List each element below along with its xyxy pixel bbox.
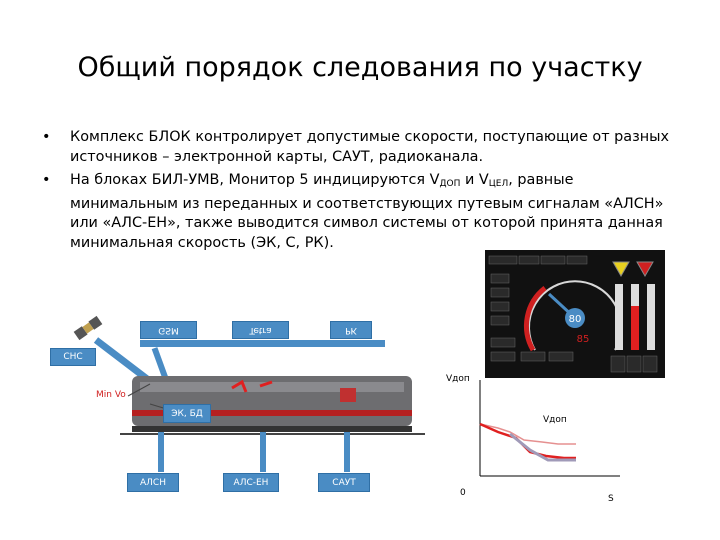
- als-en-label: АЛС-ЕН: [234, 478, 269, 488]
- bullet-item-2: • На блоках БИЛ-УМВ, Монитор 5 индицирую…: [40, 171, 680, 253]
- als-en-box: АЛС-ЕН: [223, 473, 279, 492]
- radio-bar: [140, 340, 385, 347]
- bullet-dot: •: [42, 171, 51, 191]
- graph-curve-label: Vдоп: [543, 415, 567, 425]
- rk-box: РК: [330, 321, 372, 339]
- bullet-item-1: • Комплекс БЛОК контролирует допустимые …: [40, 128, 680, 167]
- bullet-dot: •: [42, 128, 51, 148]
- speed-current: 80: [569, 314, 582, 325]
- satellite-icon: [74, 316, 103, 340]
- ek-bd-label: ЭК, БД: [171, 409, 203, 419]
- monitor-screenshot: 80 85: [485, 250, 665, 378]
- bullet-text-2b: и V: [460, 172, 488, 188]
- bullet-list: • Комплекс БЛОК контролирует допустимые …: [40, 128, 680, 257]
- bullet-text-1: Комплекс БЛОК контролирует допустимые ск…: [70, 129, 669, 165]
- tetra-label: Tetra: [249, 325, 271, 335]
- saut-box: САУТ: [318, 473, 370, 492]
- sns-box: СНС: [50, 348, 96, 366]
- slide-title: Общий порядок следования по участку: [0, 52, 720, 83]
- min-vo-label: Min Vo: [96, 390, 126, 400]
- alsn-box: АЛСН: [127, 473, 179, 492]
- gsm-box: GSM: [140, 321, 197, 339]
- graph-origin-label: 0: [460, 488, 466, 498]
- rk-label: РК: [345, 325, 357, 335]
- speed-limit: 85: [577, 334, 590, 345]
- tetra-box: Tetra: [232, 321, 289, 339]
- graph-y-axis-label: Vдоп: [446, 374, 470, 384]
- bullet-text-2a: На блоках БИЛ-УМВ, Монитор 5 индицируютс…: [70, 172, 440, 188]
- subscript-cel: ЦЕЛ: [489, 179, 508, 189]
- subscript-dop: ДОП: [440, 179, 461, 189]
- curve-pink: [480, 424, 576, 444]
- ek-bd-box: ЭК, БД: [163, 404, 211, 423]
- graph-x-axis-label: S: [608, 494, 614, 504]
- saut-label: САУТ: [332, 478, 355, 488]
- alsn-label: АЛСН: [140, 478, 166, 488]
- gsm-label: GSM: [158, 325, 178, 335]
- sns-label: СНС: [63, 352, 82, 362]
